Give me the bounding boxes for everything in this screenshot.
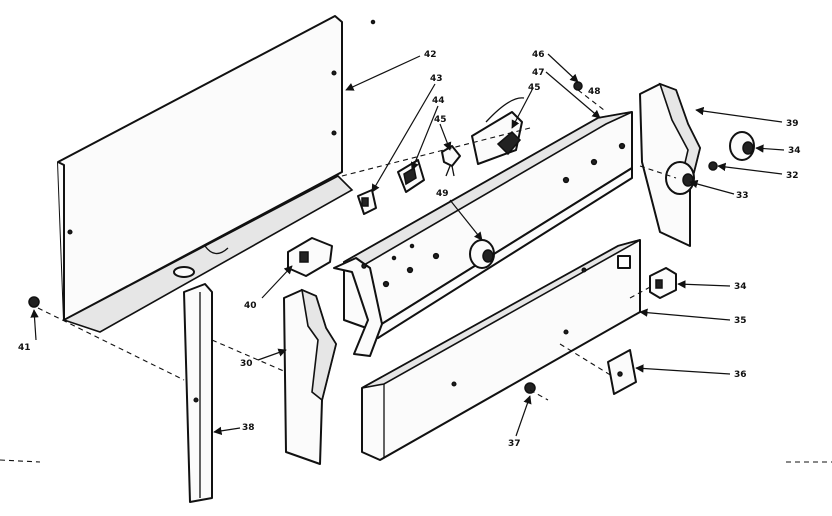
knobs — [469, 131, 755, 269]
callout-46: 46 — [532, 50, 545, 60]
left-end-cap — [283, 288, 337, 465]
leader-lines — [30, 53, 785, 437]
callout-41: 41 — [18, 343, 31, 353]
callout-33: 33 — [736, 191, 749, 201]
callout-34-bottom: 34 — [734, 282, 747, 292]
callout-45-right: 45 — [528, 83, 541, 93]
callout-38: 38 — [242, 423, 255, 433]
lower-trim-panel — [361, 239, 641, 461]
back-panel — [57, 15, 376, 333]
callout-42: 42 — [424, 50, 437, 60]
callout-47: 47 — [532, 68, 545, 78]
callout-40: 40 — [244, 301, 257, 311]
right-end-cap — [639, 82, 701, 247]
callout-32: 32 — [786, 171, 799, 181]
callout-48: 48 — [588, 87, 601, 97]
callout-44: 44 — [432, 96, 445, 106]
callout-labels: 42 43 44 45 45 46 47 48 49 39 34 32 33 3… — [18, 50, 801, 449]
left-trim-strip — [183, 283, 213, 503]
callout-39-right: 39 — [786, 119, 799, 129]
callout-36: 36 — [734, 370, 747, 380]
callout-35: 35 — [734, 316, 747, 326]
small-components — [28, 81, 677, 395]
callout-34-top: 34 — [788, 146, 801, 156]
callout-37: 37 — [508, 439, 521, 449]
assembly-lines — [0, 89, 832, 463]
callout-49: 49 — [436, 189, 449, 199]
callout-45-left: 45 — [434, 115, 447, 125]
control-panel — [333, 111, 633, 357]
callout-43: 43 — [430, 74, 443, 84]
callout-30: 30 — [240, 359, 253, 369]
